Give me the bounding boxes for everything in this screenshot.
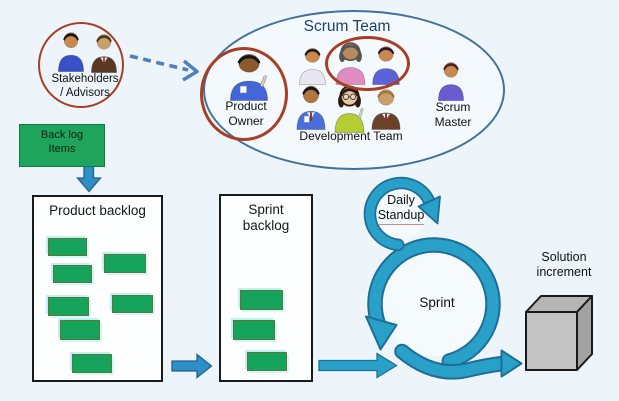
backlog-items-box: Back log Items — [19, 124, 105, 167]
daily-loop — [365, 178, 434, 250]
backlog-items-line2: Items — [48, 143, 76, 156]
developer-1-icon — [295, 45, 330, 85]
backlog-item-card — [48, 238, 87, 256]
sprint-backlog-title-line1: Sprint — [248, 202, 284, 217]
sprint-backlog-box: Sprint backlog — [219, 194, 313, 382]
backlog-item-card — [53, 265, 92, 283]
sprint-backlog-title: Sprint backlog — [221, 202, 311, 234]
sprint-label: Sprint — [419, 295, 455, 310]
solution-increment-line1: Solution — [541, 250, 587, 264]
daily-standup-label: Daily Standup — [363, 193, 439, 225]
backlog-item-card — [60, 320, 100, 340]
backlog-item-card — [104, 254, 146, 273]
backlog-item-card — [48, 297, 89, 316]
product-owner-label-line2: Owner — [228, 113, 264, 128]
stakeholders-label-line1: Stakeholders — [51, 73, 119, 85]
solution-increment-line2: increment — [536, 265, 592, 280]
backlog-item-card — [72, 354, 112, 373]
scrum-master-label: Scrum Master — [417, 100, 489, 129]
dashed-arrow-head-icon — [182, 59, 199, 82]
backlog-item-card — [112, 295, 153, 313]
backlog-items-line1: Back log — [40, 129, 84, 141]
developer-pair-circle — [325, 36, 410, 91]
developer-4-icon — [292, 82, 330, 130]
solution-increment-label: Solution increment — [520, 250, 608, 281]
stakeholders-label: Stakeholders / Advisors — [36, 72, 134, 100]
daily-standup-line2: Standup — [377, 208, 425, 225]
product-backlog-title: Product backlog — [49, 203, 146, 218]
daily-loop-interior — [376, 189, 426, 239]
stakeholders-circle — [38, 22, 124, 108]
sprint-ring-interior — [382, 252, 486, 356]
sprint-item-card — [240, 290, 283, 310]
daily-standup-line1: Daily — [387, 193, 415, 207]
sprint-ring-arrowhead-icon — [365, 315, 398, 351]
sprint-ring — [369, 239, 499, 367]
daily-loop-arrowhead-icon — [417, 195, 441, 225]
stakeholders-label-line2: / Advisors — [60, 87, 110, 100]
product-owner-label-line1: Product — [225, 99, 267, 113]
scrum-master-label-line2: Master — [434, 114, 472, 129]
sprint-exit — [396, 345, 509, 378]
sprint-backlog-title-line2: backlog — [242, 218, 290, 234]
right-arrow-2-icon — [318, 352, 398, 379]
product-owner-label: Product Owner — [210, 99, 282, 128]
sprint-item-card — [247, 352, 287, 371]
cube-icon — [525, 295, 593, 371]
scrum-team-title: Scrum Team — [303, 18, 391, 35]
product-backlog-box: Product backlog — [32, 195, 163, 382]
scrum-master-label-line1: Scrum — [435, 100, 471, 114]
development-team-label: Development Team — [299, 129, 403, 143]
dashed-arrow — [129, 54, 189, 72]
developer-6-icon — [367, 86, 405, 130]
sprint-exit-arrowhead-icon — [500, 349, 523, 378]
sprint-item-card — [233, 320, 275, 340]
cube-front-face — [525, 311, 578, 371]
product-owner-circle — [200, 47, 288, 141]
right-arrow-1-icon — [171, 353, 213, 379]
scrum-master-icon — [434, 59, 468, 101]
